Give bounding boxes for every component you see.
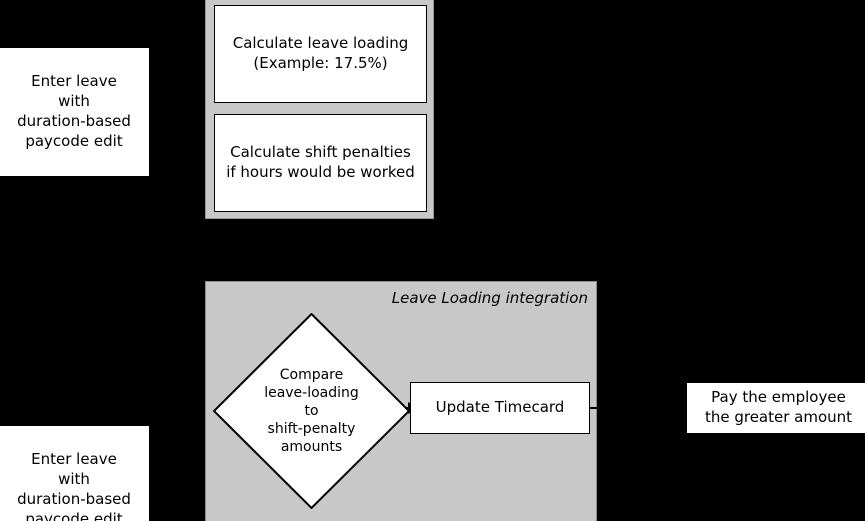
node-compare-decision[interactable]: Compare leave-loading to shift-penalty a… <box>213 313 410 509</box>
diamond-shape-icon <box>213 313 410 509</box>
node-update-timecard[interactable]: Update Timecard <box>410 382 590 434</box>
node-calculate-shift-penalties[interactable]: Calculate shift penalties if hours would… <box>214 114 427 212</box>
node-enter-leave-top[interactable]: Enter leave with duration-based paycode … <box>0 47 150 177</box>
node-enter-leave-bottom[interactable]: Enter leave with duration-based paycode … <box>0 425 150 521</box>
integration-group-label: Leave Loading integration <box>391 289 588 307</box>
node-calculate-leave-loading[interactable]: Calculate leave loading (Example: 17.5%) <box>214 5 427 103</box>
calculation-group: Calculate leave loading (Example: 17.5%)… <box>205 0 434 219</box>
connector-line-timecard-right <box>589 407 603 409</box>
node-pay-employee[interactable]: Pay the employee the greater amount <box>686 382 865 434</box>
